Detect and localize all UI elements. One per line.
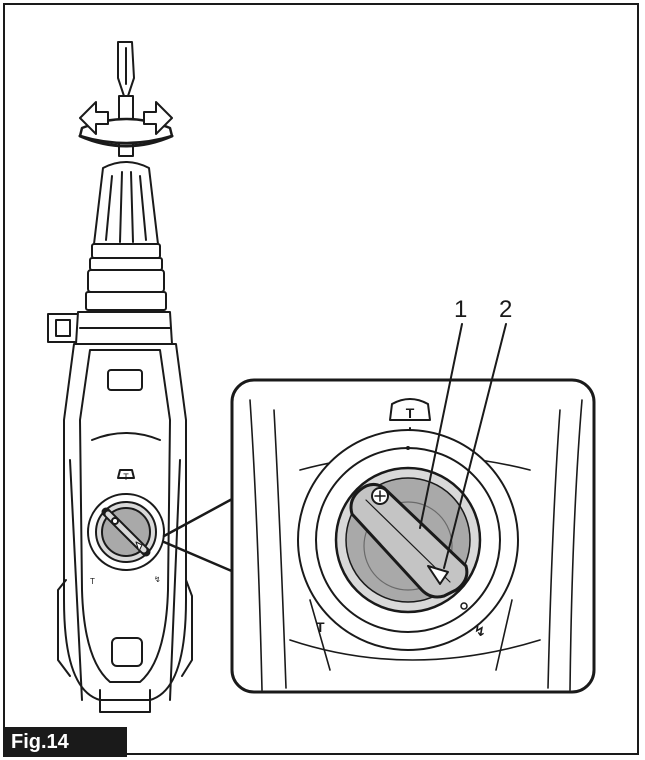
- mode-dial-small: T T ↯: [87, 469, 165, 586]
- callout-2: 2: [499, 296, 513, 323]
- svg-text:↯: ↯: [154, 575, 161, 584]
- svg-text:T: T: [406, 405, 415, 421]
- drill-body: [47, 161, 193, 713]
- figure-label: Fig.14: [3, 727, 127, 757]
- magnified-inset: T T ↯: [230, 378, 596, 694]
- svg-text:T: T: [123, 472, 129, 482]
- magnify-connector: [162, 496, 236, 574]
- figure-frame: [3, 3, 639, 755]
- svg-text:↯: ↯: [474, 623, 486, 639]
- svg-text:T: T: [90, 577, 95, 586]
- callout-leaders: [419, 323, 507, 569]
- svg-text:T: T: [316, 619, 325, 635]
- rotation-arrows-icon: [78, 101, 174, 148]
- callout-1: 1: [454, 296, 468, 323]
